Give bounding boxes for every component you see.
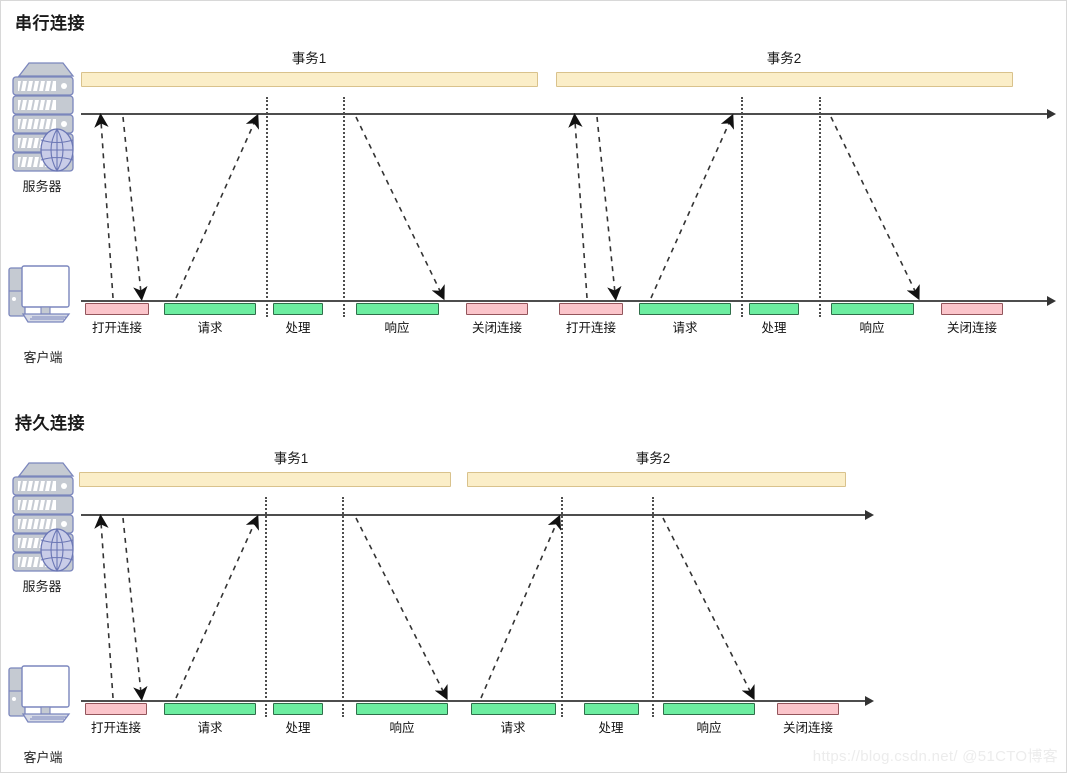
section-title-serial: 串行连接 bbox=[15, 14, 85, 33]
phase-bar bbox=[471, 703, 556, 715]
transaction-bar bbox=[556, 72, 1013, 87]
phase-bar bbox=[831, 303, 914, 315]
phase-bar bbox=[356, 703, 448, 715]
phase-bar bbox=[273, 303, 323, 315]
server-timeline bbox=[81, 514, 866, 516]
phase-separator bbox=[819, 97, 821, 317]
phase-bar bbox=[663, 703, 755, 715]
phase-label: 打开连接 bbox=[91, 321, 143, 335]
phase-separator bbox=[652, 497, 654, 717]
phase-label: 响应 bbox=[384, 321, 410, 335]
phase-separator bbox=[266, 97, 268, 317]
phase-separator bbox=[342, 497, 344, 717]
client-icon bbox=[8, 665, 71, 723]
phase-bar bbox=[356, 303, 439, 315]
client-timeline-arrow bbox=[1047, 296, 1056, 306]
phase-label: 响应 bbox=[389, 721, 415, 735]
server-label: 服务器 bbox=[22, 579, 62, 594]
phase-bar bbox=[639, 303, 731, 315]
phase-label: 处理 bbox=[598, 721, 624, 735]
phase-bar bbox=[584, 703, 639, 715]
phase-label: 响应 bbox=[696, 721, 722, 735]
phase-separator bbox=[265, 497, 267, 717]
client-icon bbox=[8, 265, 71, 323]
globe-icon bbox=[40, 528, 74, 572]
phase-bar bbox=[85, 303, 149, 315]
server-icon bbox=[12, 62, 75, 172]
transaction-bar bbox=[81, 72, 538, 87]
phase-bar bbox=[466, 303, 528, 315]
watermark: https://blog.csdn.net/ @51CTO博客 bbox=[812, 748, 1058, 765]
globe-icon bbox=[40, 128, 74, 172]
transaction-label: 事务2 bbox=[766, 51, 802, 66]
server-timeline-arrow bbox=[865, 510, 874, 520]
client-timeline bbox=[81, 300, 1048, 302]
phase-label: 打开连接 bbox=[90, 721, 142, 735]
server-label: 服务器 bbox=[22, 179, 62, 194]
client-label: 客户端 bbox=[23, 350, 63, 365]
phase-label: 处理 bbox=[761, 321, 787, 335]
phase-bar bbox=[164, 303, 256, 315]
transaction-bar bbox=[467, 472, 846, 487]
client-timeline bbox=[81, 700, 866, 702]
phase-bar bbox=[559, 303, 623, 315]
phase-label: 请求 bbox=[197, 721, 223, 735]
client-label: 客户端 bbox=[23, 750, 63, 765]
phase-label: 请求 bbox=[500, 721, 526, 735]
phase-bar bbox=[164, 703, 256, 715]
section-title-persistent: 持久连接 bbox=[15, 414, 85, 433]
server-icon bbox=[12, 462, 75, 572]
phase-label: 请求 bbox=[197, 321, 223, 335]
phase-separator bbox=[561, 497, 563, 717]
transaction-label: 事务2 bbox=[635, 451, 671, 466]
phase-label: 处理 bbox=[285, 321, 311, 335]
phase-bar bbox=[777, 703, 839, 715]
phase-label: 关闭连接 bbox=[782, 721, 834, 735]
transaction-label: 事务1 bbox=[291, 51, 327, 66]
transaction-label: 事务1 bbox=[273, 451, 309, 466]
phase-bar bbox=[941, 303, 1003, 315]
phase-bar bbox=[749, 303, 799, 315]
phase-bar bbox=[273, 703, 323, 715]
phase-bar bbox=[85, 703, 147, 715]
server-timeline-arrow bbox=[1047, 109, 1056, 119]
phase-label: 处理 bbox=[285, 721, 311, 735]
phase-label: 打开连接 bbox=[565, 321, 617, 335]
phase-label: 请求 bbox=[672, 321, 698, 335]
client-timeline-arrow bbox=[865, 696, 874, 706]
transaction-bar bbox=[79, 472, 451, 487]
phase-separator bbox=[741, 97, 743, 317]
phase-label: 响应 bbox=[859, 321, 885, 335]
phase-label: 关闭连接 bbox=[471, 321, 523, 335]
phase-label: 关闭连接 bbox=[946, 321, 998, 335]
server-timeline bbox=[81, 113, 1048, 115]
phase-separator bbox=[343, 97, 345, 317]
